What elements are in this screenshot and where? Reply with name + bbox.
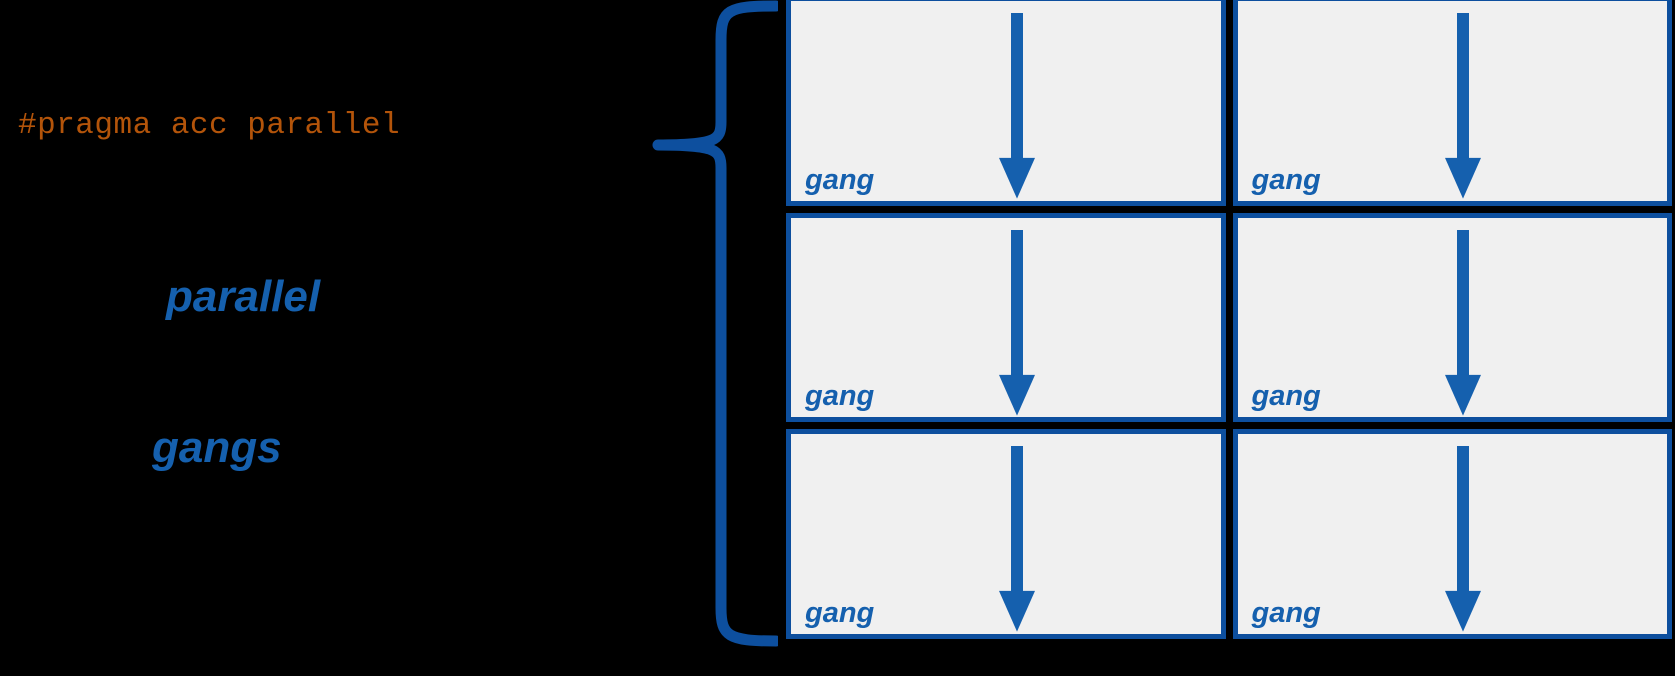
gang-label: gang (1251, 163, 1321, 196)
gang-cell[interactable]: gang (1232, 212, 1672, 423)
gang-label: gang (1251, 597, 1321, 629)
gang-cell[interactable]: gang (1232, 0, 1672, 206)
gang-cell[interactable]: gang (1232, 429, 1672, 639)
gang-label: gang (1251, 380, 1321, 413)
gang-label: gang (805, 163, 875, 196)
down-arrow-icon (994, 229, 1040, 418)
gang-cell[interactable]: gang (786, 429, 1226, 639)
gang-label: gang (805, 597, 875, 629)
down-arrow-icon (1440, 13, 1486, 201)
gang-cell[interactable]: gang (786, 0, 1226, 206)
down-arrow-icon (1440, 229, 1486, 418)
gang-cell[interactable]: gang (786, 212, 1226, 423)
pragma-directive-text: #pragma acc parallel (18, 108, 401, 143)
down-arrow-icon (1440, 446, 1486, 634)
gang-label: gang (805, 380, 875, 413)
gang-grid: gang gang gang (786, 0, 1672, 639)
down-arrow-icon (994, 13, 1040, 201)
keyword-parallel: parallel (166, 272, 321, 321)
down-arrow-icon (994, 446, 1040, 634)
keyword-gangs: gangs (152, 423, 282, 472)
left-curly-brace-icon (648, 0, 778, 648)
